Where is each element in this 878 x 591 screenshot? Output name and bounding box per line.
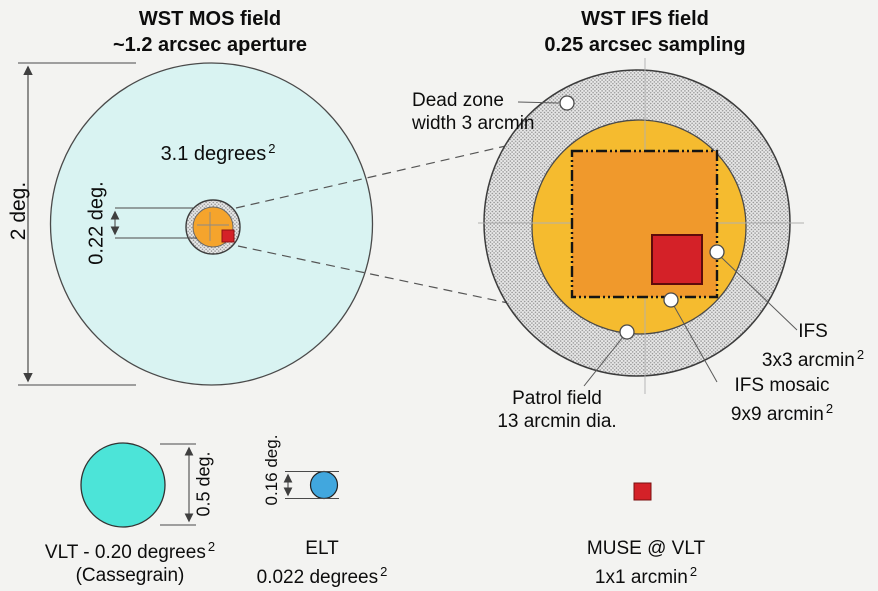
elt-area-sup: 2	[380, 564, 388, 579]
mosaic-label-line1: IFS mosaic	[734, 375, 830, 396]
ifs-label-line1: IFS	[798, 321, 828, 342]
ifs-title: WST IFS field 0.25 arcsec sampling	[495, 6, 795, 58]
patrol-label-line2: 13 arcmin dia.	[497, 411, 617, 432]
muse-field-square	[633, 482, 652, 501]
elt-field-circle	[309, 470, 339, 500]
patrol-leader-line	[583, 336, 624, 387]
deadzone-marker-dot	[559, 95, 575, 111]
deadzone-label-line1: Dead zone	[412, 90, 504, 111]
mos-diameter-label: 2 deg.	[7, 181, 30, 241]
mos-title-line2: ~1.2 arcsec aperture	[112, 34, 308, 56]
vlt-field-circle	[80, 442, 166, 528]
ifs-leader-line	[720, 256, 798, 331]
mosaic-marker-dot	[663, 292, 679, 308]
vlt-label-line2: (Cassegrain)	[75, 565, 185, 586]
muse-area: 1x1 arcmin	[594, 567, 688, 588]
elt-label-line1: ELT	[305, 538, 339, 559]
ifs-label-size: 3x3 arcmin	[761, 350, 855, 371]
zoom-cone-top-line	[235, 144, 511, 209]
ifs-unit-square	[651, 234, 703, 285]
patrol-label-line1: Patrol field	[512, 388, 602, 409]
elt-area: 0.022 degrees	[256, 567, 379, 588]
mos-area-sup: 2	[268, 141, 276, 156]
mosaic-label-size: 9x9 arcmin	[730, 404, 824, 425]
deadzone-label: Dead zone width 3 arcmin	[412, 89, 535, 135]
mos-title: WST MOS field ~1.2 arcsec aperture	[60, 6, 360, 58]
ifs-title-line2: 0.25 arcsec sampling	[544, 34, 746, 56]
muse-label-line1: MUSE @ VLT	[586, 538, 706, 559]
mos-center-ifs-square	[221, 229, 235, 243]
mosaic-label-sup: 2	[825, 401, 834, 416]
mos-area-value: 3.1 degrees	[160, 143, 267, 165]
mos-center-diameter-label: 0.22 deg.	[85, 181, 108, 265]
deadzone-leader-line	[517, 101, 560, 104]
mos-title-line1: WST MOS field	[138, 8, 282, 30]
ifs-label-sup: 2	[856, 347, 865, 362]
elt-dim-label: 0.16 deg.	[262, 434, 281, 506]
vlt-name-sup: 2	[207, 539, 216, 554]
vlt-dim-label: 0.5 deg.	[193, 451, 214, 517]
vlt-name: VLT - 0.20 degrees	[44, 542, 206, 563]
muse-area-sup: 2	[689, 564, 698, 579]
patrol-label: Patrol field 13 arcmin dia.	[477, 387, 637, 433]
zoom-cone-bottom-line	[237, 245, 509, 304]
deadzone-label-line2: width 3 arcmin	[412, 113, 535, 134]
ifs-title-line1: WST IFS field	[581, 8, 709, 30]
patrol-marker-dot	[619, 324, 635, 340]
ifs-marker-dot	[709, 244, 725, 260]
mosaic-leader-line	[673, 305, 718, 383]
